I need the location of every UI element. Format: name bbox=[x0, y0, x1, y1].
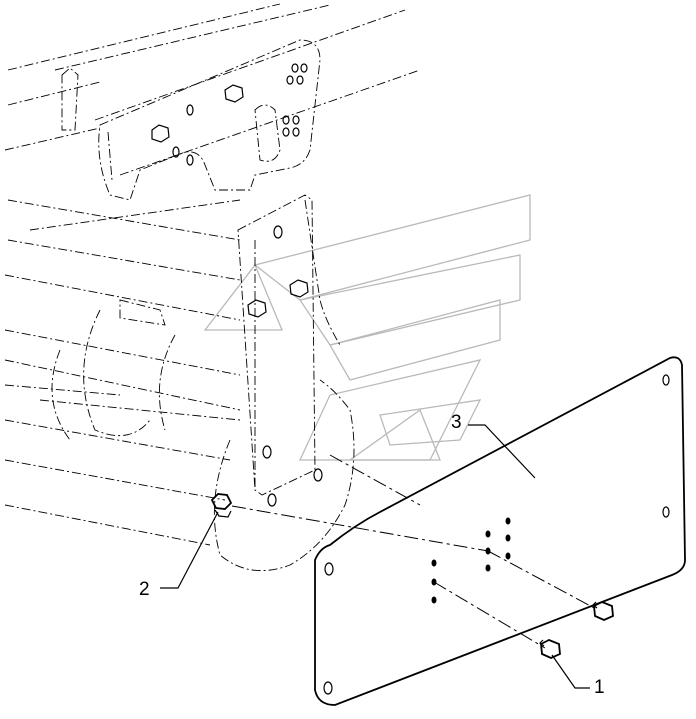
part-1-bolts bbox=[539, 601, 614, 659]
watermark-logo bbox=[203, 194, 531, 461]
leader-lines bbox=[160, 424, 590, 689]
callout-3: 3 bbox=[451, 412, 462, 433]
part-2-nut bbox=[210, 493, 233, 518]
callout-1: 1 bbox=[594, 677, 605, 698]
ghost-frame-assembly bbox=[4, 3, 421, 572]
callout-2: 2 bbox=[139, 579, 150, 600]
assembly-center-lines bbox=[231, 454, 599, 649]
ghost-bolts bbox=[151, 63, 323, 507]
part-3-side-plate bbox=[314, 356, 686, 706]
